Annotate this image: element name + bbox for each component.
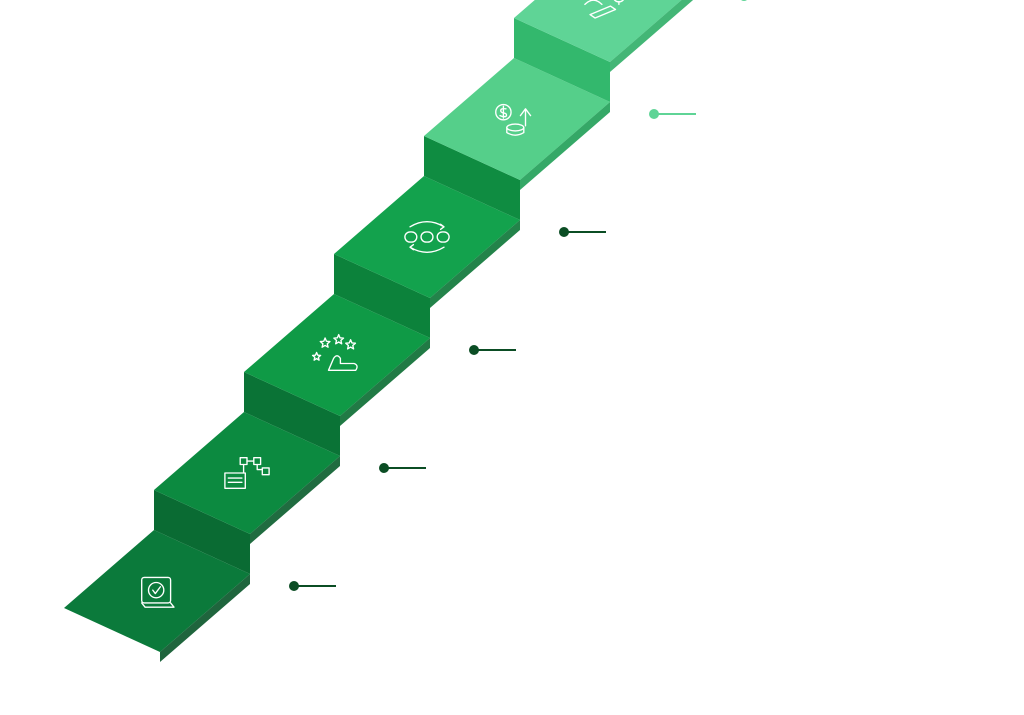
team-settings-icon [584, 0, 625, 19]
step-4 [334, 136, 606, 308]
step-5-tread [424, 58, 610, 180]
step-1-riser [154, 490, 250, 574]
step-2-tread [154, 412, 340, 534]
step-4-riser [424, 136, 520, 220]
approved-book-icon [141, 576, 175, 608]
step-6 [514, 0, 747, 72]
workflow-flowchart-icon [224, 457, 270, 489]
step-5 [424, 18, 696, 190]
money-growth-icon [495, 103, 532, 136]
step-1 [64, 490, 336, 662]
step-4-tread [334, 176, 520, 298]
step-3-tread [244, 294, 430, 416]
step-2-riser [244, 372, 340, 456]
step-6-tread [514, 0, 682, 62]
step-3-riser [334, 254, 430, 338]
step-5-riser [514, 18, 610, 102]
step-6-marker-dot [741, 0, 747, 1]
step-1-side [160, 574, 250, 662]
process-cycle-icon [404, 221, 450, 253]
step-3 [244, 254, 516, 426]
step-5-side [520, 102, 610, 190]
step-2 [154, 372, 426, 544]
hand-stars-rating-icon [311, 333, 358, 371]
step-3-side [340, 338, 430, 426]
step-6-side [610, 0, 694, 72]
step-4-side [430, 220, 520, 308]
step-2-side [250, 456, 340, 544]
